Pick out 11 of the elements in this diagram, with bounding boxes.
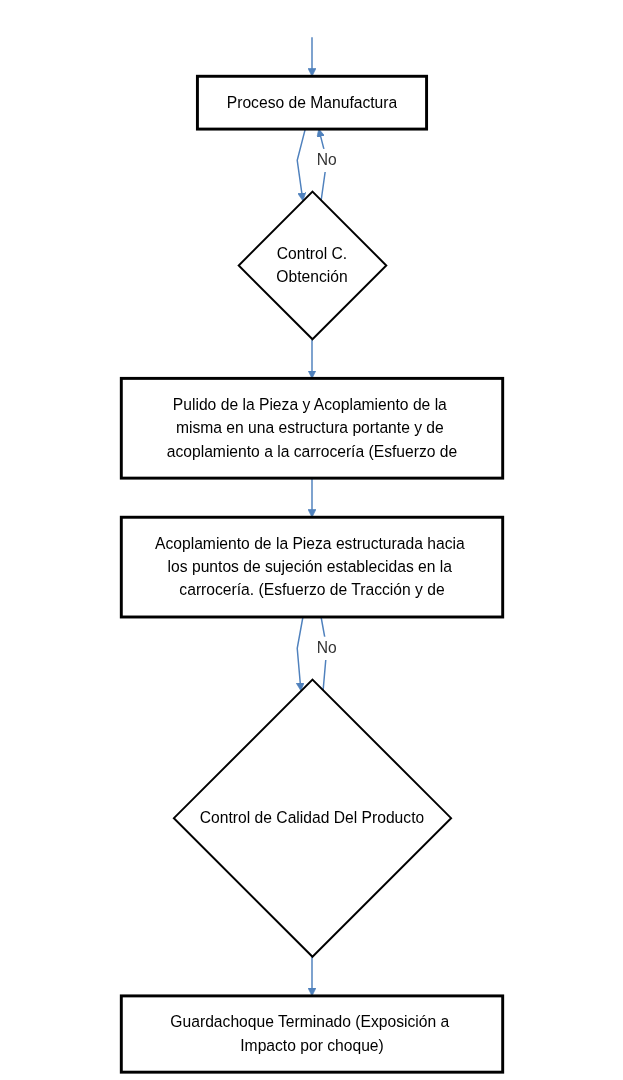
node-diamond: Control de Calidad Del Producto [172, 678, 452, 959]
arrow [307, 338, 316, 379]
node-diamond: Control C. Obtención [236, 190, 388, 341]
edge-label: No [316, 639, 337, 657]
arrow [307, 36, 316, 77]
node-box: Acoplamiento de la Pieza estructurada hacia los puntos de sujeción establecidas en la carrocería. (Esfuerzo de Tracción y de [119, 515, 504, 619]
edge-label: No [316, 151, 337, 169]
arrow [295, 616, 304, 692]
node-box: Pulido de la Pieza y Acoplamiento de la misma en una estructura portante y de acoplamiento a la carrocería (Esfuerzo de [119, 376, 504, 480]
node-box: Guardachoque Terminado (Exposición a Impacto por choque) [119, 994, 504, 1074]
node-box: Proceso de Manufactura [195, 74, 428, 131]
